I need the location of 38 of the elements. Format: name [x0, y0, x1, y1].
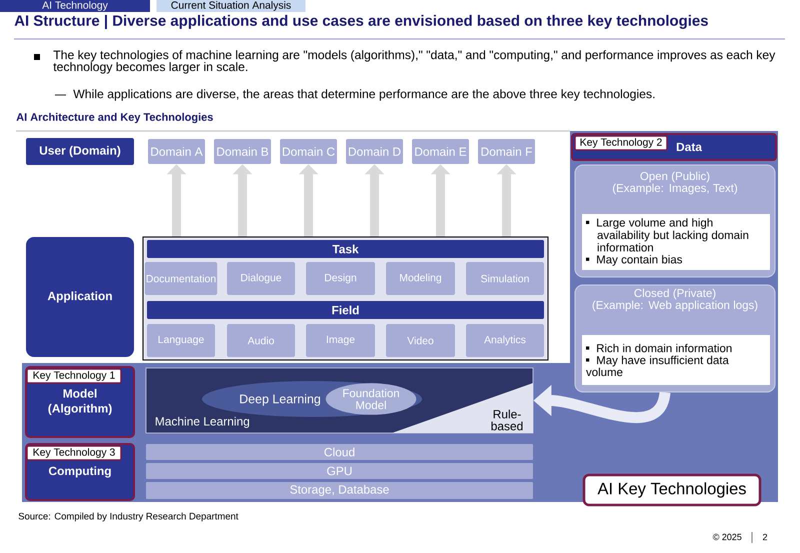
legend-box: AI Key Technologies: [582, 474, 762, 506]
task-box: Documentation: [144, 262, 218, 295]
bullet-list-box: Large volume and high availability but lacking domain information May contain bias: [582, 214, 770, 270]
tab: AI Technology: [0, 0, 150, 12]
source-note: Source: Compiled by Industry Research Department: [18, 512, 238, 522]
domain-box: Domain D: [346, 139, 403, 164]
field-box: Analytics: [466, 324, 544, 357]
task-box: Design: [306, 262, 375, 295]
key-technology-tag: Key Technology 1: [26, 368, 122, 384]
bullet-text: The key technologies of machine learning are "models (algorithms)," "data," and "computing," and performance improves as each key technology becomes larger in scale.: [34, 50, 776, 74]
field-box: Video: [386, 324, 455, 357]
bullet-list-box: Rich in domain information May have insufficient data volume: [582, 335, 770, 385]
domain-box: Domain E: [412, 139, 469, 164]
section-heading: AI Architecture and Key Technologies: [16, 112, 213, 124]
task-box: Modeling: [386, 262, 455, 295]
task-box: Dialogue: [227, 262, 295, 295]
copyright-text: © 2025: [712, 534, 742, 540]
domain-box: Domain C: [280, 139, 337, 164]
computing-bar: GPU: [146, 463, 533, 479]
computing-bar: Cloud: [146, 444, 533, 460]
key-technology-tag: Key Technology 2: [574, 135, 668, 151]
dash-bullet-text: While applications are diverse, the areas that determine performance are the above three key technologies.: [54, 89, 654, 101]
header-bar: Field: [147, 301, 544, 319]
field-box: Language: [147, 324, 215, 357]
field-box: Audio: [227, 324, 295, 357]
task-box: Simulation: [466, 262, 544, 295]
tab: Current Situation Analysis: [156, 0, 306, 12]
domain-box: Domain A: [148, 139, 205, 164]
page-number: 2: [762, 534, 768, 540]
domain-box: Domain F: [478, 139, 535, 164]
computing-bar: Storage, Database: [146, 482, 533, 499]
key-technology-tag: Key Technology 3: [26, 445, 122, 461]
page-title: AI Structure | Diverse applications and use cases are envisioned based on three key technologies: [14, 14, 708, 30]
category-box: Application: [26, 237, 134, 357]
category-box: User (Domain): [26, 138, 134, 165]
header-bar: Task: [147, 240, 544, 258]
domain-box: Domain B: [214, 139, 271, 164]
field-box: Image: [306, 324, 375, 357]
